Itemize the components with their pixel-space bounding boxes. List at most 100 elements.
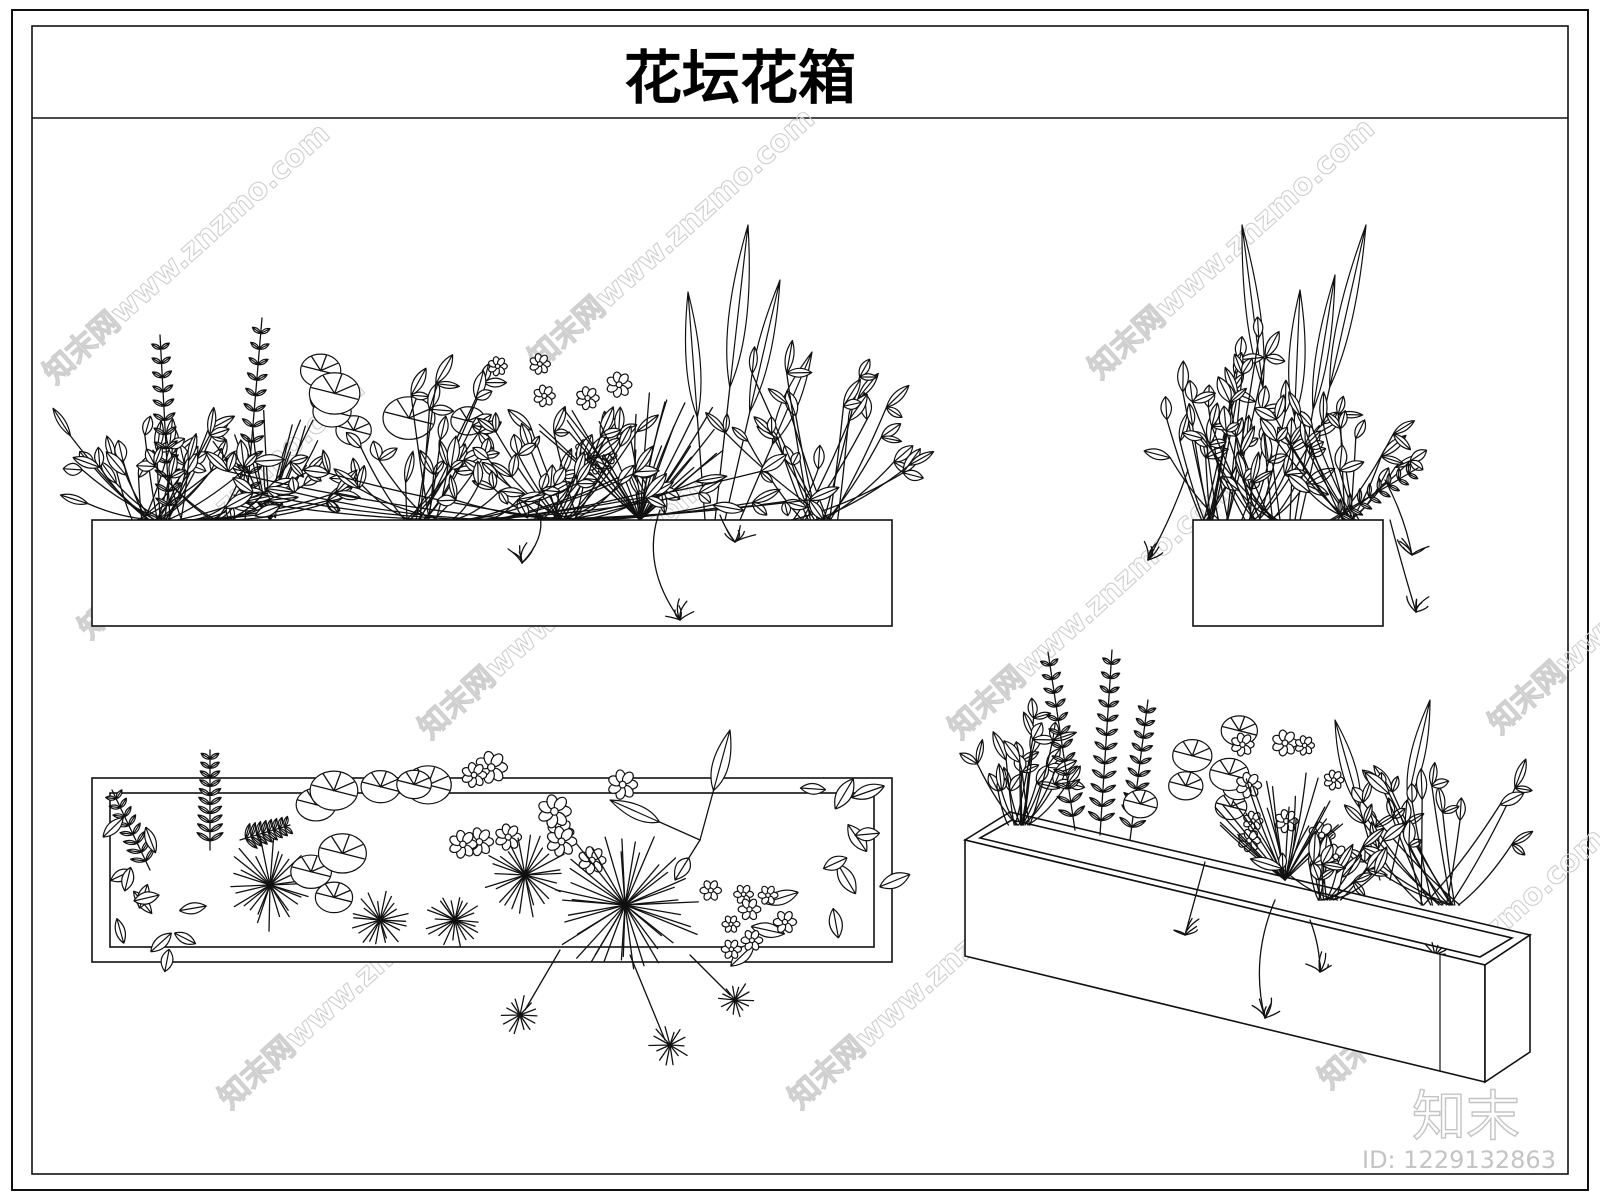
stem — [496, 472, 637, 521]
flower-center — [541, 392, 548, 399]
leaf — [1110, 658, 1121, 665]
shrub — [1343, 758, 1534, 906]
spike — [454, 919, 479, 923]
frond — [1119, 699, 1157, 841]
flower-head — [576, 386, 600, 411]
leaf — [1103, 770, 1117, 779]
leaf-slit — [310, 855, 318, 873]
petiole — [714, 386, 731, 521]
leaf — [254, 504, 281, 518]
spike — [669, 1044, 679, 1057]
stem — [358, 487, 452, 521]
leaf — [491, 412, 500, 433]
leaf — [240, 433, 253, 443]
plant-mass-long — [52, 224, 935, 522]
leaf — [1099, 685, 1110, 694]
stem — [777, 438, 810, 521]
leaf — [160, 948, 174, 973]
spike — [514, 998, 521, 1016]
stem — [1422, 804, 1501, 906]
stem — [786, 372, 812, 521]
leaf — [1349, 507, 1364, 516]
spike — [624, 904, 692, 928]
leaf — [538, 472, 550, 491]
leaf — [1043, 687, 1055, 694]
leaf-slit — [333, 383, 357, 395]
flower-head — [1323, 769, 1345, 791]
round-leaf — [308, 372, 361, 415]
tall-leaf — [684, 291, 702, 418]
flower-center — [536, 360, 543, 367]
blade — [579, 451, 641, 521]
rachis — [1329, 467, 1419, 521]
leaf — [880, 423, 902, 438]
stem — [415, 383, 437, 521]
leaf — [435, 354, 454, 385]
spike — [255, 856, 271, 886]
radial-plant — [500, 995, 538, 1035]
stem — [497, 476, 575, 521]
spike — [655, 1028, 671, 1046]
leaf — [1338, 410, 1348, 429]
grass-clump — [1251, 997, 1281, 1019]
flower-center — [615, 381, 623, 389]
leaf — [1145, 707, 1157, 714]
leaf — [472, 446, 490, 461]
leaf — [173, 931, 197, 945]
spike — [624, 904, 659, 950]
round-leaf — [314, 881, 354, 914]
spike — [624, 836, 655, 906]
leaf-slit — [333, 392, 359, 400]
leaf-slit — [301, 857, 312, 873]
leaf — [1102, 657, 1112, 665]
spike — [454, 900, 463, 921]
spike — [603, 904, 626, 962]
spike — [524, 869, 561, 876]
stem — [158, 469, 212, 521]
leaf — [517, 442, 537, 456]
spike — [570, 858, 626, 906]
leaf — [1140, 744, 1154, 752]
leaf — [885, 406, 903, 419]
spike — [426, 909, 456, 921]
leaf — [1209, 402, 1220, 427]
leaf-slit — [333, 889, 351, 899]
leaf — [119, 797, 128, 809]
spike — [506, 1007, 521, 1016]
leaf — [1160, 396, 1173, 421]
leaf — [205, 450, 229, 473]
leaf — [1119, 816, 1133, 828]
leaf-slit — [316, 892, 335, 899]
leaf — [1396, 467, 1402, 480]
leaf — [1287, 473, 1311, 494]
stem — [829, 406, 888, 521]
spike — [658, 1044, 671, 1061]
leaf — [114, 918, 126, 944]
stem — [1374, 826, 1440, 906]
flower-center — [584, 394, 591, 402]
leaf — [261, 832, 273, 843]
spike — [230, 884, 271, 888]
spike — [379, 919, 407, 927]
flower-center — [1281, 739, 1289, 747]
spike — [499, 874, 526, 903]
leaf — [1343, 804, 1365, 825]
stem — [1000, 790, 1019, 826]
leaf — [1364, 771, 1391, 795]
leaf — [1339, 460, 1365, 473]
leaf — [636, 414, 659, 433]
grass-clump — [665, 598, 695, 621]
stem — [1381, 786, 1444, 906]
spike — [656, 1044, 671, 1052]
stem — [81, 469, 164, 521]
leaf — [995, 763, 1005, 792]
flower-head — [461, 762, 488, 788]
spike — [504, 874, 526, 906]
leaf — [105, 451, 127, 476]
leaf — [488, 470, 498, 490]
leaf — [1048, 728, 1061, 735]
stem — [997, 790, 1010, 826]
leaf — [1003, 740, 1021, 763]
leaf — [1455, 797, 1466, 821]
leaf — [272, 829, 283, 839]
